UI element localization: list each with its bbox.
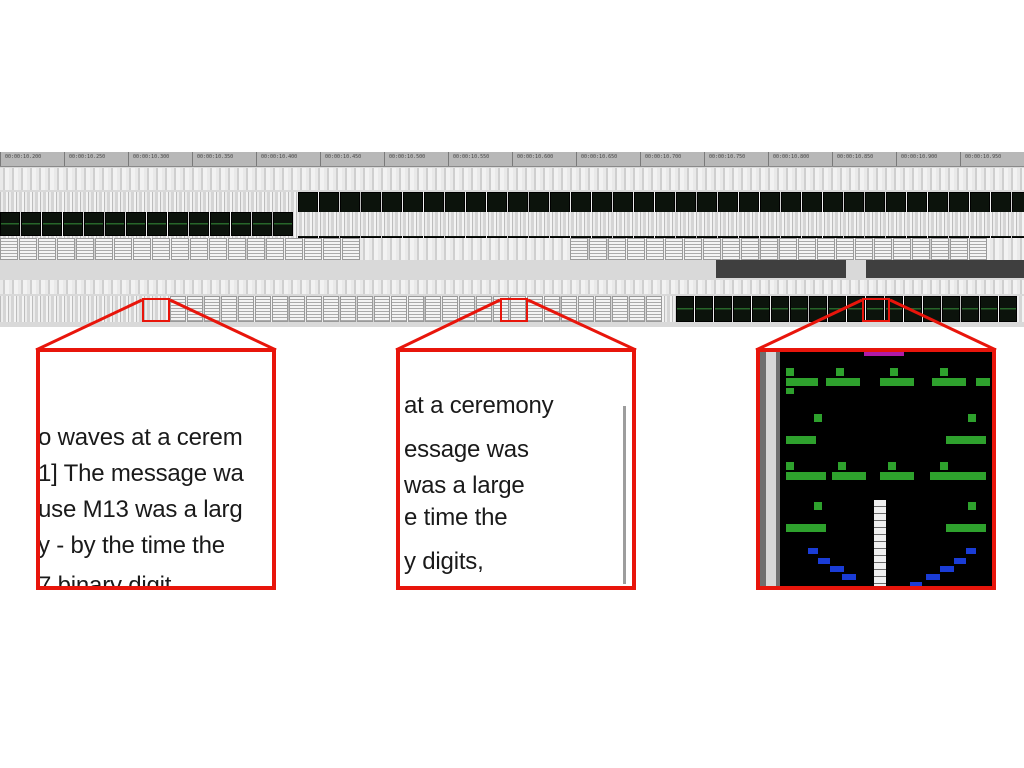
ruler-tick: 00:00:10.300 — [128, 152, 169, 166]
highlight-marker-middle — [500, 298, 528, 322]
ruler-tick: 00:00:10.850 — [832, 152, 873, 166]
frame-thumbnails-light — [570, 238, 988, 260]
zoom-text-line: e time the — [404, 504, 508, 531]
zoom-panel-middle: at a ceremony essage was was a large e t… — [396, 348, 636, 590]
zoom-text-line: was a large — [404, 472, 525, 499]
ruler-tick: 00:00:10.400 — [256, 152, 297, 166]
zoom-text-line: use M13 was a larg — [38, 496, 243, 523]
zoom-text-line: 1] The message wa — [38, 460, 244, 487]
scrollbar[interactable] — [623, 406, 626, 584]
ruler-tick: 00:00:10.350 — [192, 152, 233, 166]
ruler-tick: 00:00:10.650 — [576, 152, 617, 166]
zoom-text-line: essage was — [404, 436, 529, 463]
track-row[interactable] — [0, 238, 1024, 260]
frame-thumbnails-dark — [676, 296, 1018, 322]
audio-clip[interactable] — [716, 260, 846, 278]
ruler-tick: 00:00:10.200 — [0, 152, 41, 166]
ruler-tick: 00:00:10.900 — [896, 152, 937, 166]
ruler-tick: 00:00:10.950 — [960, 152, 1001, 166]
ruler-tick: 00:00:10.550 — [448, 152, 489, 166]
zoom-text-line: y digits, — [404, 548, 484, 575]
zoom-text-line: 7 binary digit — [38, 572, 172, 590]
zoom-text-line: o waves at a cerem — [38, 424, 243, 451]
ruler-tick: 00:00:10.600 — [512, 152, 553, 166]
zoom-panel-left: o waves at a cerem 1] The message wa use… — [36, 348, 276, 590]
frame-thumbnails-dark — [0, 212, 294, 236]
audio-clip[interactable] — [866, 260, 1024, 278]
game-screen-icon — [780, 352, 992, 586]
frame-thumbnails-light — [170, 296, 663, 322]
track-row[interactable] — [0, 168, 1024, 190]
screen-bezel — [766, 352, 776, 586]
ruler-tick: 00:00:10.250 — [64, 152, 105, 166]
track-row[interactable] — [0, 212, 1024, 236]
zoom-text-line: y - by the time the — [38, 532, 225, 559]
ruler-tick: 00:00:10.450 — [320, 152, 361, 166]
highlight-marker-left — [142, 298, 170, 322]
time-ruler[interactable]: 00:00:10.200 00:00:10.250 00:00:10.300 0… — [0, 152, 1024, 167]
ruler-tick: 00:00:10.500 — [384, 152, 425, 166]
ruler-tick: 00:00:10.750 — [704, 152, 745, 166]
timeline-strip[interactable]: 00:00:10.200 00:00:10.250 00:00:10.300 0… — [0, 152, 1024, 327]
ruler-tick: 00:00:10.700 — [640, 152, 681, 166]
zoom-text-line: at a ceremony — [404, 392, 554, 419]
zoom-panel-right — [756, 348, 996, 590]
frame-thumbnails-light — [0, 238, 361, 260]
ruler-tick: 00:00:10.800 — [768, 152, 809, 166]
highlight-marker-right — [862, 298, 890, 322]
track-row[interactable] — [0, 280, 1024, 294]
